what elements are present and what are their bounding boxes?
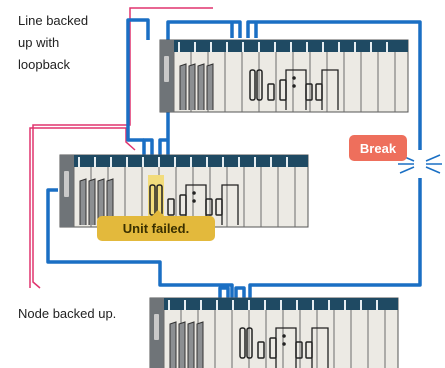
bezel-tick [322, 42, 324, 52]
bezel-tick [354, 42, 356, 52]
bezel-tick [232, 300, 234, 310]
bezel-tick [306, 42, 308, 52]
bezel-tick [174, 157, 176, 167]
bezel-tick [78, 157, 80, 167]
bezel-tick [126, 157, 128, 167]
bezel-tick [184, 300, 186, 310]
power-unit [79, 178, 87, 225]
node-backed-up-label: Node backed up. [18, 306, 117, 321]
status-dot [292, 84, 296, 88]
rack-latch [164, 56, 169, 82]
bezel-tick [258, 42, 260, 52]
bezel-tick [376, 300, 378, 310]
bezel-tick [338, 42, 340, 52]
node-redirect-line [29, 127, 136, 288]
bezel-tick [242, 42, 244, 52]
io-unit-shape [149, 184, 156, 216]
io-unit-shape [239, 327, 246, 359]
bezel-tick [216, 300, 218, 310]
bezel-tick [222, 157, 224, 167]
bezel-tick [370, 42, 372, 52]
bezel-tick [142, 157, 144, 167]
io-unit-shape [257, 341, 265, 359]
bezel-tick [248, 300, 250, 310]
io-unit-shape [267, 83, 275, 101]
io-unit-shape [305, 83, 313, 101]
bezel-tick [238, 157, 240, 167]
line-backed-up-label: Line backed up with loopback [18, 13, 89, 72]
bezel-tick [296, 300, 298, 310]
bezel-tick [110, 157, 112, 167]
unit-failed-badge [97, 216, 215, 241]
bezel-tick [94, 157, 96, 167]
failed-unit-highlight [148, 175, 164, 221]
bezel-tick [386, 42, 388, 52]
break-gap [414, 150, 428, 178]
bezel-tick [194, 42, 196, 52]
bezel-tick [290, 42, 292, 52]
io-unit-shape [205, 198, 213, 216]
bezel-tick [360, 300, 362, 310]
break-label: Break [360, 141, 397, 156]
network-loop [46, 18, 422, 298]
power-unit [178, 321, 186, 368]
io-unit-shape [295, 341, 303, 359]
loopback-redirect-line [32, 7, 213, 289]
power-unit [179, 63, 187, 110]
rack-latch [154, 314, 159, 340]
io-unit-shape [249, 69, 256, 101]
bottom-joint-line [218, 286, 246, 298]
power-unit [188, 63, 196, 110]
io-unit-shape [167, 198, 175, 216]
bezel-tick [168, 300, 170, 310]
bezel-tick [328, 300, 330, 310]
io-unit-outline [221, 184, 239, 225]
status-dot [282, 342, 286, 346]
bezel-tick [210, 42, 212, 52]
power-unit [97, 178, 105, 225]
bezel-tick [286, 157, 288, 167]
power-unit [206, 63, 214, 110]
bezel-tick [344, 300, 346, 310]
power-unit [196, 321, 204, 368]
bezel-tick [280, 300, 282, 310]
status-dot [282, 334, 286, 338]
unit-failed-label: Unit failed. [123, 221, 189, 236]
status-dot [192, 199, 196, 203]
bezel-tick [264, 300, 266, 310]
io-unit-outline [311, 327, 329, 368]
bezel-tick [200, 300, 202, 310]
redirect-paths [29, 7, 213, 289]
bezel-tick [226, 42, 228, 52]
rack-middle [59, 154, 309, 228]
status-dot [292, 76, 296, 80]
unit-failed-indicator: Unit failed. [97, 210, 215, 241]
io-unit-outline [321, 69, 339, 110]
bezel-tick [270, 157, 272, 167]
power-unit [169, 321, 177, 368]
left-branch-line [126, 18, 150, 142]
power-unit [197, 63, 205, 110]
rack-latch [64, 171, 69, 197]
bezel-tick [274, 42, 276, 52]
bezel-tick [190, 157, 192, 167]
rack-top [159, 39, 409, 113]
bezel-tick [178, 42, 180, 52]
bezel-tick [206, 157, 208, 167]
rack-bottom [149, 297, 399, 368]
power-unit [106, 178, 114, 225]
bezel-tick [158, 157, 160, 167]
break-badge [349, 135, 407, 161]
io-unit-shape [256, 69, 263, 101]
bezel-tick [254, 157, 256, 167]
outer-loop-line [46, 20, 422, 298]
power-unit [187, 321, 195, 368]
status-dot [192, 191, 196, 195]
bezel-tick [312, 300, 314, 310]
io-unit-shape [246, 327, 253, 359]
break-indicator: Break [349, 135, 442, 178]
power-unit [88, 178, 96, 225]
